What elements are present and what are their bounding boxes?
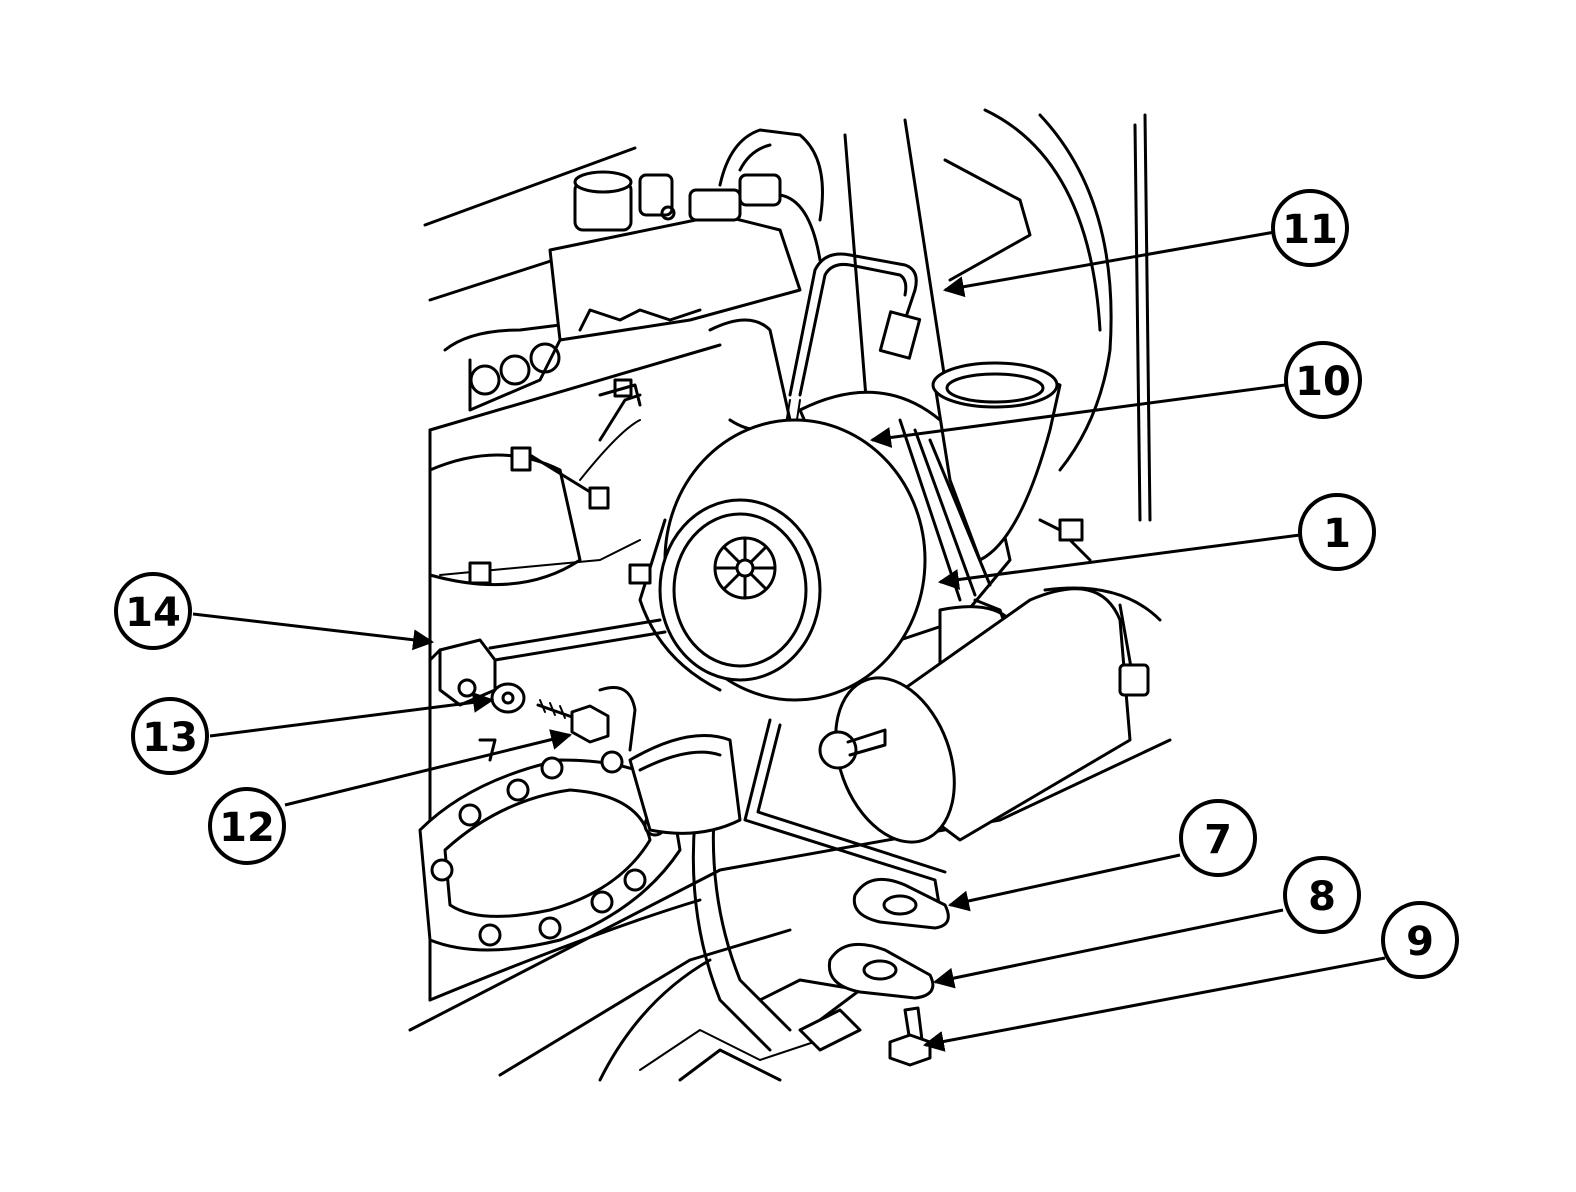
callout-11-label: 11: [1282, 207, 1338, 253]
callout-12: 12: [208, 787, 286, 865]
callout-7-label: 7: [1204, 817, 1232, 863]
oil-drain-tube: [691, 718, 947, 1052]
callout-14-label: 14: [125, 590, 181, 636]
callout-10: 10: [1284, 341, 1362, 419]
callout-8-label: 8: [1308, 874, 1336, 920]
callout-9-label: 9: [1406, 919, 1434, 965]
gasket-7: [852, 877, 950, 930]
gasket-8: [827, 942, 935, 1000]
callout-13-label: 13: [142, 715, 198, 761]
callout-9: 9: [1381, 901, 1459, 979]
callout-1: 1: [1298, 493, 1376, 571]
air-cleaner: [818, 518, 1162, 844]
callout-12-label: 12: [219, 805, 275, 851]
callout-11: 11: [1271, 189, 1349, 267]
callout-14: 14: [114, 572, 192, 650]
bolt-9: [888, 1006, 932, 1067]
callout-10-label: 10: [1295, 359, 1351, 405]
callout-1-label: 1: [1323, 511, 1351, 557]
bracket-and-hardware: [428, 618, 667, 762]
leader-lines: [192, 230, 1386, 1052]
exhaust-flange: [418, 734, 742, 952]
callout-13: 13: [131, 697, 209, 775]
callout-7: 7: [1179, 799, 1257, 877]
engine-block-outline: [408, 108, 1172, 1082]
callout-8: 8: [1283, 856, 1361, 934]
